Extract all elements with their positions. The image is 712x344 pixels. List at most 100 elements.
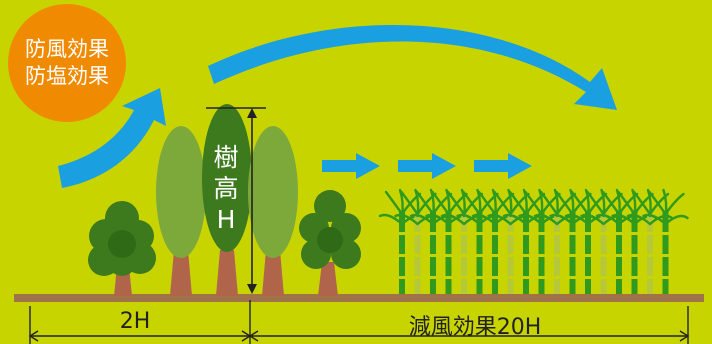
crop-leaf: [533, 213, 559, 226]
crop-leaf: [580, 213, 605, 226]
crop-node: [492, 276, 498, 279]
height-bracket: [206, 107, 266, 294]
crop-node: [554, 232, 560, 235]
crop-leaf: [471, 213, 497, 226]
crop-node: [631, 276, 638, 279]
crop-stalk: [445, 212, 452, 294]
crop-leaf: [487, 213, 512, 226]
crop-node: [585, 254, 591, 257]
crop-node: [616, 254, 622, 257]
crop-leaf: [415, 190, 435, 216]
crop-node: [414, 276, 421, 279]
badge-line-saltbreak: 防塩効果: [25, 64, 109, 88]
crop-node: [554, 276, 560, 279]
crop-node: [430, 254, 436, 257]
tree-height-char-1: 樹: [213, 143, 239, 172]
crop-leaf: [440, 213, 466, 226]
crop-leaf: [431, 190, 450, 216]
crop-leaf: [664, 214, 689, 226]
badge-line-windbreak: 防風効果: [25, 37, 109, 61]
crop-node: [523, 276, 529, 279]
crop-node: [585, 232, 591, 235]
crop-leaf: [539, 190, 559, 216]
crop-node: [662, 232, 669, 235]
crop-node: [647, 276, 653, 279]
crop-stalk: [538, 212, 545, 294]
crop-node: [631, 254, 638, 257]
crop-node: [554, 254, 560, 257]
crop-node: [569, 232, 576, 235]
crop-node: [461, 232, 467, 235]
crop-node: [538, 254, 545, 257]
crop-leaf: [549, 213, 574, 226]
crop-node: [461, 276, 467, 279]
crop-leaf: [555, 190, 574, 216]
crop-leaf: [400, 190, 419, 216]
crop-node: [538, 232, 545, 235]
crop-leaf: [632, 190, 652, 216]
crop-node: [476, 276, 483, 279]
crop-node: [461, 254, 467, 257]
crop-stalk: [461, 212, 467, 294]
crop-node: [616, 276, 622, 279]
crop-leaf: [384, 190, 404, 216]
crop-stalk: [600, 212, 607, 294]
crop-leaf: [586, 190, 605, 216]
crop-stalk: [523, 212, 529, 294]
dimension-lines: [28, 300, 690, 344]
crop-stalk: [616, 212, 622, 294]
crop-node: [569, 254, 576, 257]
crop-stalk: [430, 212, 436, 294]
dimension-label-20h: 減風効果20H: [408, 315, 542, 340]
crop-node: [414, 232, 421, 235]
crop-node: [492, 232, 498, 235]
wind-arrow-small-2: [398, 153, 456, 179]
crop-node: [492, 254, 498, 257]
crop-node: [631, 232, 638, 235]
crop-leaf: [446, 190, 466, 216]
crop-leaf: [518, 213, 543, 226]
crop-stalk: [569, 212, 576, 294]
crop-node: [600, 276, 607, 279]
crop-node: [538, 276, 545, 279]
crop-leaf: [642, 213, 667, 226]
crop-node: [507, 232, 514, 235]
crop-leaf: [378, 213, 404, 226]
tall-tree-1: [156, 126, 206, 258]
crop-leaf: [508, 190, 528, 216]
crop-stalk: [631, 212, 638, 294]
tall-tree-3: [248, 126, 298, 258]
wind-arrow-rising: [58, 88, 166, 188]
crop-leaf: [648, 190, 667, 216]
crop-leaf: [601, 190, 621, 216]
crop-leaf: [456, 213, 481, 226]
crop-node: [662, 276, 669, 279]
tree-height-char-2: 高: [213, 174, 239, 203]
crop-node: [430, 232, 436, 235]
crop-node: [399, 232, 405, 235]
crop-node: [616, 232, 622, 235]
round-tree-left: [88, 201, 156, 276]
dimension-label-2h: 2H: [119, 309, 151, 334]
crop-stalk: [507, 212, 514, 294]
wind-arrows-small: [322, 153, 532, 179]
crop-node: [600, 232, 607, 235]
crop-node: [507, 254, 514, 257]
crop-leaf: [477, 190, 497, 216]
crop-leaf: [524, 190, 543, 216]
crop-stalk: [414, 212, 421, 294]
crop-leaf: [611, 213, 636, 226]
crop-leaf: [564, 213, 590, 226]
crop-stalk: [585, 212, 591, 294]
crop-node: [476, 254, 483, 257]
wind-arrow-large: [208, 25, 617, 110]
wind-arrow-small-3: [474, 153, 532, 179]
crop-node: [476, 232, 483, 235]
crop-node: [399, 276, 405, 279]
crop-leaf: [617, 190, 636, 216]
crop-leaf: [595, 213, 621, 226]
crop-node: [523, 254, 529, 257]
crop-node: [414, 254, 421, 257]
